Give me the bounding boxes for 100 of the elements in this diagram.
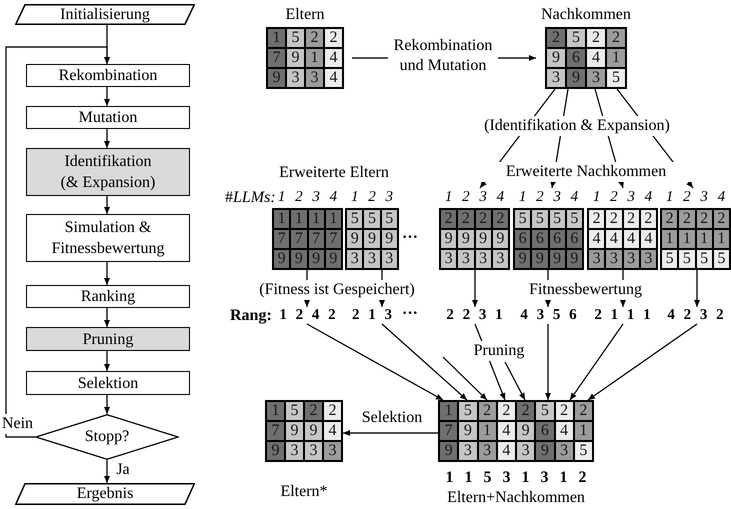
grid-cell: 1 <box>268 29 285 47</box>
grid-cell: 3 <box>492 250 508 268</box>
grid-cell: 3 <box>286 442 303 460</box>
grid-cell: 5 <box>550 210 565 228</box>
grid-cell: 2 <box>306 29 323 47</box>
grid-cell: 3 <box>306 69 323 87</box>
arrow <box>104 351 110 371</box>
process-box: Simulation & Fitnessbewertung <box>26 214 190 262</box>
grid-cell: 9 <box>515 250 530 268</box>
grid-cell: 2 <box>607 29 625 47</box>
process-box: Rekombination <box>26 64 190 87</box>
grid-cell: 9 <box>308 250 324 268</box>
grid-cell: 6 <box>567 49 585 67</box>
grid-cell: 3 <box>476 250 491 268</box>
column-number: 2 <box>461 188 471 206</box>
grid-cell: 7 <box>267 422 284 440</box>
grid-cell: 3 <box>347 250 362 268</box>
grid-cell: 5 <box>714 250 729 268</box>
grid-cell: 4 <box>587 49 605 67</box>
grid-cell: 5 <box>574 442 592 460</box>
arrow <box>104 460 110 483</box>
grid-cell: 9 <box>268 69 285 87</box>
process-box: Ranking <box>26 285 190 308</box>
grid-cell: 5 <box>662 250 678 268</box>
grid-cell: 9 <box>291 250 306 268</box>
column-number: 2 <box>609 188 619 206</box>
grid-cell: 9 <box>459 422 476 440</box>
grid-cell: 6 <box>515 230 530 248</box>
grid-cell: 1 <box>662 230 678 248</box>
process-box: Identifikation (& Expansion) <box>26 148 190 196</box>
rank-numbers: 2 2 3 1 <box>439 307 510 324</box>
grid-cell: 7 <box>268 49 285 67</box>
arrow <box>104 129 110 148</box>
column-number: 3 <box>552 188 562 206</box>
grid-cell: 2 <box>589 210 604 228</box>
grid-cell: 2 <box>498 402 515 420</box>
grid-cell: 3 <box>547 69 565 87</box>
grid-cell: 6 <box>566 230 582 248</box>
grid-cell: 7 <box>308 230 324 248</box>
grid-cell: 5 <box>567 29 585 47</box>
grid-cell: 3 <box>624 250 639 268</box>
grid-cell: 3 <box>459 442 476 460</box>
grid-cell: 4 <box>589 230 604 248</box>
grid-cell: 5 <box>286 402 303 420</box>
column-number: 3 <box>384 188 394 206</box>
grid-cell: 5 <box>364 210 380 228</box>
grid-cell: 9 <box>536 442 554 460</box>
column-number: 4 <box>716 188 726 206</box>
grid-cell: 9 <box>347 230 362 248</box>
column-number: 4 <box>496 188 506 206</box>
process-box: Selektion <box>26 371 190 395</box>
grid-cell: 2 <box>441 210 456 228</box>
grid-cell: 9 <box>274 250 290 268</box>
grid-cell: 2 <box>606 210 622 228</box>
grid-cell: 1 <box>440 402 458 420</box>
grid-cell: 9 <box>547 49 565 67</box>
grid-cell: 5 <box>347 210 362 228</box>
grid-cell: 9 <box>287 49 304 67</box>
column-number: 1 <box>664 188 674 206</box>
column-number: 1 <box>444 188 454 206</box>
edge-label: Nein <box>1 414 34 434</box>
grid-cell: 5 <box>536 402 554 420</box>
grid-cell: 1 <box>267 402 284 420</box>
column-number: 2 <box>294 188 304 206</box>
arrow <box>104 308 110 327</box>
grid-cell: 2 <box>679 210 694 228</box>
grid-cell: 2 <box>696 210 712 228</box>
grid-cell: 9 <box>458 230 474 248</box>
grid-cell: 1 <box>679 230 694 248</box>
grid-cell: 9 <box>476 230 491 248</box>
column-number: 4 <box>570 188 580 206</box>
grid-cell: 3 <box>324 442 341 460</box>
grid-cell: 4 <box>324 422 341 440</box>
grid-cell: 2 <box>587 29 605 47</box>
grid-cell: 1 <box>326 210 341 228</box>
grid-cell: 2 <box>517 402 534 420</box>
column-number: 3 <box>626 188 636 206</box>
grid-cell: 5 <box>532 210 548 228</box>
grid-cell: 2 <box>547 29 565 47</box>
grid-cell: 4 <box>606 230 622 248</box>
grid-cell: 6 <box>550 230 565 248</box>
arrow <box>104 87 110 106</box>
grid-cell: 3 <box>587 69 605 87</box>
grid-cell: 7 <box>274 230 290 248</box>
grid-cell: 1 <box>607 49 625 67</box>
column-number: 4 <box>644 188 654 206</box>
column-number: 3 <box>311 188 321 206</box>
grid-cell: 1 <box>308 210 324 228</box>
grid-cell: 9 <box>267 442 284 460</box>
rank-numbers: 2 1 3 <box>345 307 399 324</box>
grid-cell: 3 <box>441 250 456 268</box>
arrow <box>545 324 551 400</box>
grid-cell: 4 <box>640 230 656 248</box>
arrow <box>694 270 700 307</box>
group-heading: Erweiterte Eltern <box>278 163 390 183</box>
grid-cell: 3 <box>640 250 656 268</box>
process-box: Pruning <box>26 327 190 351</box>
rank-numbers: 1 1 5 3 1 3 1 2 <box>444 468 588 487</box>
grid-cell: 2 <box>478 402 496 420</box>
arrow <box>104 196 110 214</box>
